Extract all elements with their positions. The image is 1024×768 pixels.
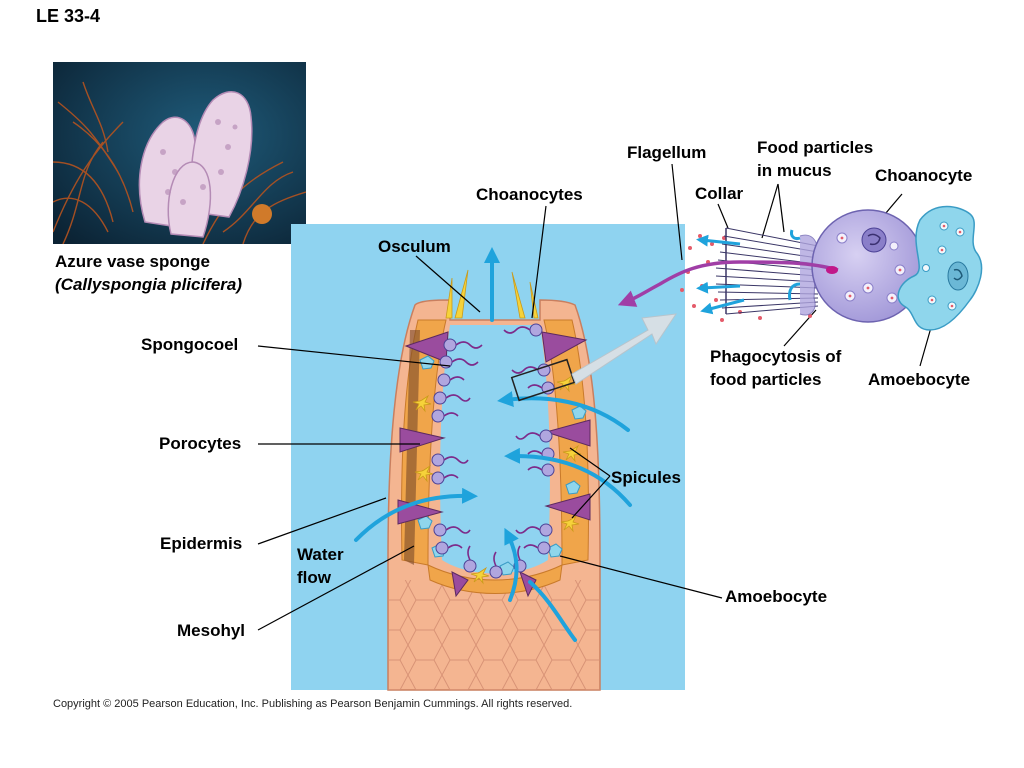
magnify-box <box>510 358 576 402</box>
label-water-flow-line2: flow <box>297 568 331 587</box>
label-flagellum: Flagellum <box>627 143 707 162</box>
choanocytes-lining <box>431 323 555 579</box>
label-osculum: Osculum <box>378 237 451 256</box>
sponge-photo <box>53 62 306 244</box>
label-porocytes: Porocytes <box>159 434 242 453</box>
photo-caption: Azure vase sponge <box>55 252 210 271</box>
label-food-particles-line2: in mucus <box>757 161 832 180</box>
label-spongocoel: Spongocoel <box>141 335 239 354</box>
amoebocyte-detail <box>897 205 983 331</box>
label-mesohyl: Mesohyl <box>177 621 246 640</box>
label-spicules: Spicules <box>611 468 681 487</box>
magnify-arrow <box>571 313 678 385</box>
label-collar: Collar <box>695 184 744 203</box>
label-choanocytes: Choanocytes <box>476 185 583 204</box>
copyright-text: Copyright © 2005 Pearson Education, Inc.… <box>53 698 573 710</box>
photo-caption-scientific: (Callyspongia plicifera) <box>55 275 243 294</box>
label-phagocytosis-line2: food particles <box>710 370 822 389</box>
label-epidermis: Epidermis <box>160 534 243 553</box>
label-water-flow-line1: Water <box>297 545 344 564</box>
label-amoebocyte-cell: Amoebocyte <box>868 370 971 389</box>
label-amoebocyte-body: Amoebocyte <box>725 587 828 606</box>
label-choanocyte: Choanocyte <box>875 166 973 185</box>
choanocyte-detail <box>617 209 925 323</box>
label-phagocytosis-line1: Phagocytosis of <box>710 347 842 366</box>
spicules <box>412 269 582 585</box>
figure-id: LE 33-4 <box>36 6 101 26</box>
label-food-particles-line1: Food particles <box>757 138 874 157</box>
